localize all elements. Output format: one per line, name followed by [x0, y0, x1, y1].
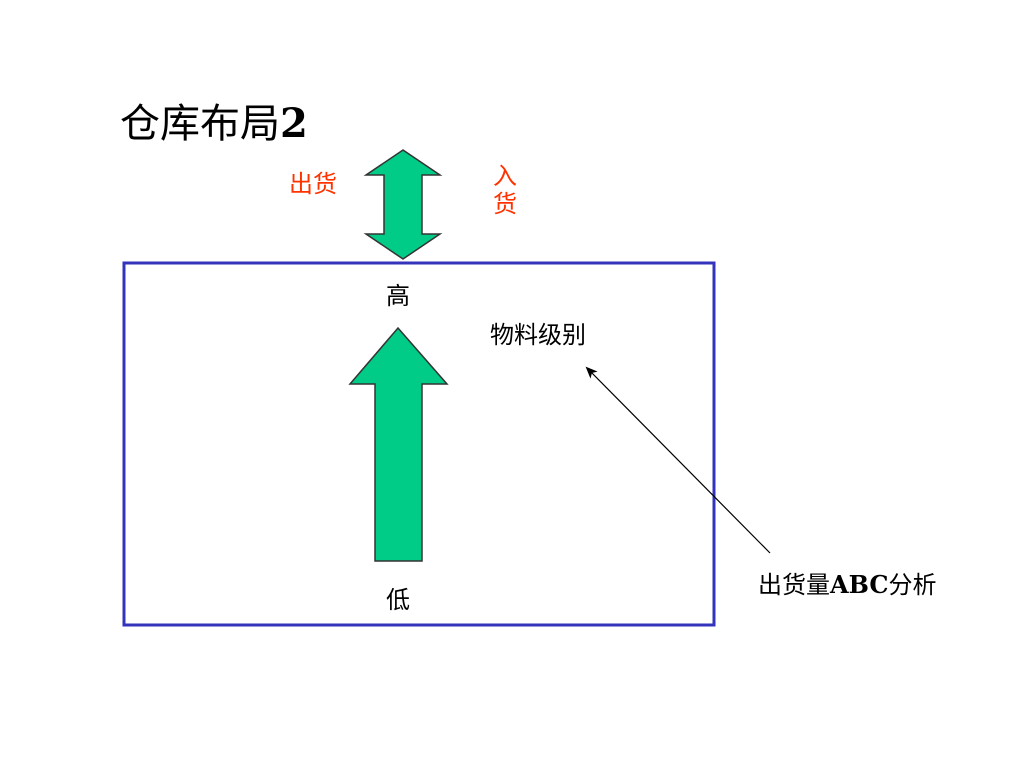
- low-to-high-up-arrow: [348, 326, 449, 562]
- low-label: 低: [386, 586, 410, 614]
- warehouse-boundary-box: [122, 261, 716, 627]
- abc-analysis-label: 出货量ABC分析: [758, 570, 937, 600]
- abc-bold: ABC: [830, 570, 889, 599]
- outbound-label: 出货: [289, 170, 337, 198]
- abc-pointer-line: [585, 366, 771, 554]
- in-out-double-arrow: [363, 149, 443, 260]
- page-title-number: 2: [280, 100, 308, 147]
- material-level-label: 物料级别: [490, 321, 586, 349]
- abc-suffix: 分析: [888, 571, 937, 599]
- page-title: 仓库布局2: [120, 98, 308, 150]
- high-label: 高: [386, 282, 410, 310]
- page-title-text: 仓库布局: [120, 101, 280, 147]
- inbound-label: 入货: [493, 162, 517, 218]
- abc-prefix: 出货量: [758, 571, 830, 599]
